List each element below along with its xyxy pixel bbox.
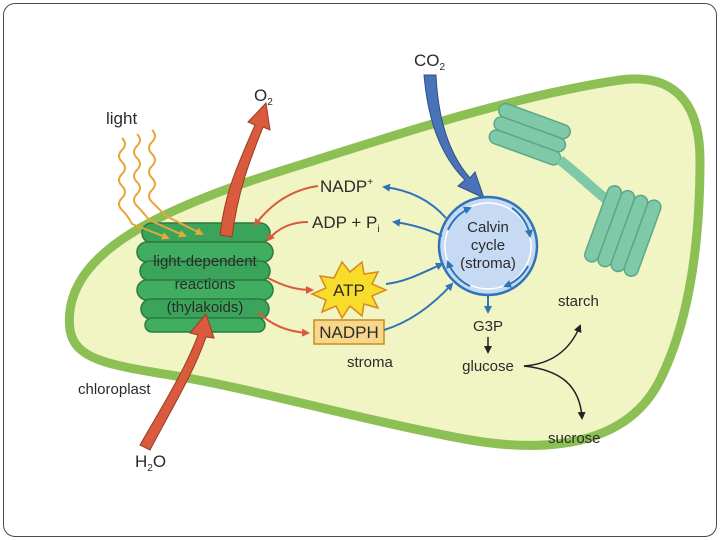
adp-to-ldr-arrow	[266, 221, 309, 242]
calvin-label-line2: cycle	[471, 237, 505, 254]
ldr-label-line3: (thylakoids)	[167, 299, 244, 316]
o2-label: O2	[254, 86, 273, 108]
calvin-cycle	[437, 195, 539, 297]
h2o-label: H2O	[135, 452, 166, 474]
calvin-label-line1: Calvin	[467, 219, 509, 236]
nadp-to-ldr-arrow	[253, 185, 319, 227]
glucose-label: glucose	[462, 358, 514, 375]
nadp-plus-label: NADP+	[320, 177, 373, 196]
atp-burst	[310, 260, 388, 320]
grana-stack-upper	[488, 102, 571, 166]
atp-to-calvin-arrow	[385, 262, 444, 285]
chloroplast-label: chloroplast	[78, 381, 151, 398]
ldr-label-line1: light-dependent	[153, 253, 257, 270]
calvin-to-nadp-arrow	[382, 183, 447, 219]
calvin-label-line3: (stroma)	[460, 255, 516, 272]
stroma-label: stroma	[347, 354, 394, 371]
o2-arrow	[219, 101, 271, 238]
h2o-arrow	[139, 312, 215, 451]
glucose-to-starch-arrow	[523, 324, 582, 367]
calvin-to-adp-arrow	[392, 218, 443, 237]
light-label: light	[106, 109, 137, 128]
ldr-to-nadph-arrow	[257, 311, 310, 337]
co2-arrow	[423, 74, 485, 199]
nadph-label: NADPH	[319, 323, 379, 342]
ldr-label-line2: reactions	[175, 276, 236, 293]
nadph-box	[313, 319, 385, 345]
g3p-label: G3P	[473, 318, 503, 335]
chloroplast-membrane	[64, 74, 705, 450]
nadph-to-calvin-arrow	[383, 282, 454, 331]
starch-label: starch	[558, 293, 599, 310]
sucrose-label: sucrose	[548, 430, 601, 447]
grana-stack-lower	[584, 185, 662, 277]
light-rays	[118, 129, 204, 240]
ldr-to-atp-arrow	[267, 277, 314, 294]
co2-label: CO2	[414, 51, 446, 73]
glucose-to-sucrose-arrow	[523, 365, 586, 420]
atp-label: ATP	[333, 281, 365, 300]
adp-pi-label: ADP + Pi	[312, 213, 380, 235]
